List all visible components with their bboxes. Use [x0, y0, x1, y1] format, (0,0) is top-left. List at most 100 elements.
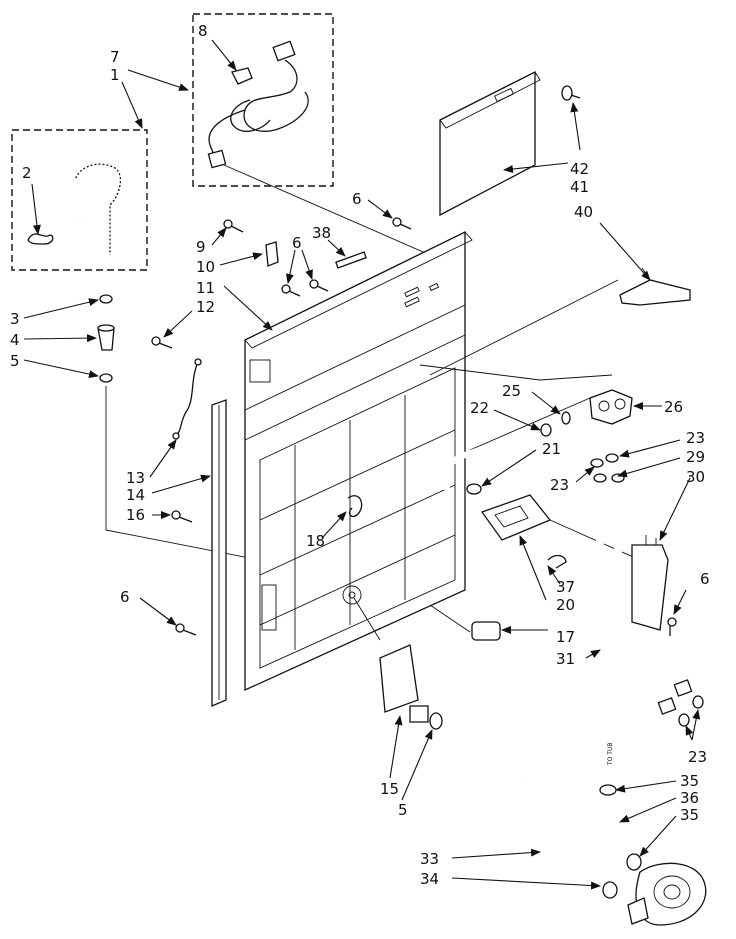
clamp-35-lower — [626, 853, 642, 871]
leader-line — [105, 529, 261, 561]
arrow-34 — [451, 877, 601, 890]
arrow-23-c — [691, 709, 701, 741]
panel-cover-slot — [493, 87, 515, 103]
washer-23-d — [678, 713, 690, 727]
callout-7: 7 — [110, 48, 120, 66]
callout-34: 34 — [420, 870, 439, 888]
screw-12 — [151, 336, 173, 349]
panel-cover-41 — [439, 70, 536, 217]
callout-6-lower-left: 6 — [120, 588, 130, 606]
callout-31: 31 — [556, 650, 575, 668]
arrow-23-b — [575, 466, 595, 483]
screw-16 — [171, 510, 193, 523]
water-valve-26 — [589, 389, 633, 425]
arrow-12 — [163, 310, 193, 338]
arrow-14 — [151, 474, 211, 494]
callout-29: 29 — [686, 448, 705, 466]
valve-port — [598, 400, 610, 412]
rear-panel — [244, 230, 473, 692]
callout-6-right: 6 — [700, 570, 710, 588]
bracket-20 — [480, 494, 552, 541]
callout-36: 36 — [680, 789, 699, 807]
callout-4: 4 — [10, 331, 20, 349]
pump-body — [627, 862, 707, 926]
callout-5-lower: 5 — [398, 801, 408, 819]
screw-9 — [223, 219, 244, 233]
arrow-22 — [493, 409, 541, 431]
screw-6-lower-left — [175, 623, 197, 636]
callout-33: 33 — [420, 850, 439, 868]
leader-line — [353, 597, 381, 641]
arrow-18 — [321, 511, 347, 539]
callout-22: 22 — [470, 399, 489, 417]
washer-23-a — [590, 458, 604, 468]
drain-hose-kit-box — [11, 129, 148, 271]
callout-23-a: 23 — [686, 429, 705, 447]
callout-9: 9 — [196, 238, 206, 256]
leader-line — [539, 374, 613, 381]
washer-25 — [561, 411, 571, 425]
pump-cover-outlet — [409, 705, 429, 723]
arrow-6-lower-left — [139, 597, 177, 626]
wire-13 — [175, 361, 199, 437]
clip-37 — [547, 554, 567, 569]
callout-11: 11 — [196, 279, 215, 297]
washer-23-b — [605, 453, 619, 463]
callout-2: 2 — [22, 164, 32, 182]
callout-3: 3 — [10, 310, 20, 328]
clip-18 — [347, 495, 363, 518]
arrow-15 — [389, 715, 403, 779]
clamp-ring — [99, 294, 113, 304]
arrow-35-lower — [639, 815, 677, 857]
arrow-41 — [503, 162, 569, 173]
leader-line — [469, 397, 591, 451]
part-17 — [471, 621, 501, 641]
callout-13: 13 — [126, 469, 145, 487]
clip-10 — [265, 241, 279, 267]
callout-14: 14 — [126, 486, 145, 504]
arrow-31 — [585, 649, 601, 659]
leader-line — [223, 164, 431, 256]
callout-1: 1 — [110, 66, 120, 84]
arrow-13 — [149, 439, 177, 478]
callout-26: 26 — [664, 398, 683, 416]
arrow-8 — [211, 39, 237, 71]
bar-38 — [335, 251, 367, 269]
callout-23-b: 23 — [550, 476, 569, 494]
callout-12: 12 — [196, 298, 215, 316]
arrow-38 — [327, 239, 346, 257]
washer-23-c — [692, 695, 704, 709]
callout-15: 15 — [380, 780, 399, 798]
callout-17: 17 — [556, 628, 575, 646]
arrow-1 — [121, 81, 143, 129]
callout-6-a: 6 — [292, 234, 302, 252]
callout-6-top: 6 — [352, 190, 362, 208]
arrow-5-lower — [401, 729, 433, 801]
wire-13-end — [194, 358, 202, 366]
arrow-5 — [23, 359, 99, 379]
drain-hose — [71, 161, 124, 255]
screw-6-right — [667, 617, 677, 636]
bracket-40 — [619, 279, 691, 306]
arrow-11 — [223, 285, 273, 331]
screw-6-top — [392, 217, 412, 230]
arrow-42 — [570, 102, 581, 151]
callout-25: 25 — [502, 382, 521, 400]
arrow-9 — [211, 227, 227, 246]
bracket-20-inner — [494, 505, 529, 528]
arrow-3 — [23, 298, 99, 319]
arrow-21 — [481, 449, 537, 487]
screw-6-a — [281, 284, 301, 297]
callout-41: 41 — [570, 178, 589, 196]
arrow-37 — [547, 565, 561, 585]
power-cord — [207, 40, 309, 169]
hose-clip — [27, 233, 54, 245]
callout-42: 42 — [570, 160, 589, 178]
callout-21: 21 — [542, 440, 561, 458]
clamp-34 — [602, 881, 618, 899]
arrow-6-right — [673, 589, 687, 615]
clamp-35-top — [599, 784, 617, 796]
leader-line — [419, 364, 541, 381]
arrow-4 — [23, 334, 97, 343]
